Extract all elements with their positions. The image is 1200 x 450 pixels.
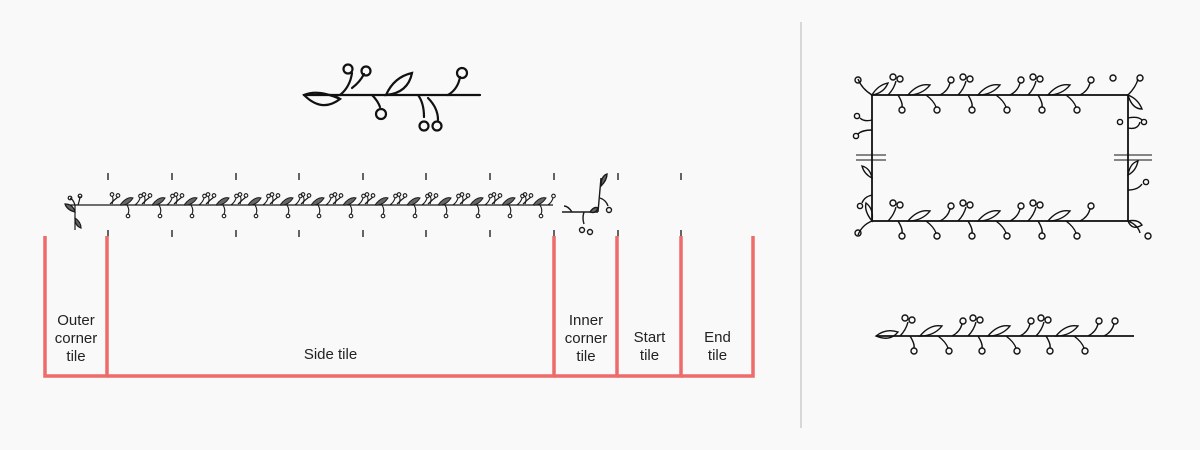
tile-brackets — [43, 236, 755, 378]
end-tile-bracket — [681, 236, 755, 378]
inner-corner-label-line-2: corner — [564, 330, 608, 347]
inner-corner-tile-label: Inner corner tile — [555, 312, 617, 366]
inner-corner-label-line-3: tile — [576, 348, 596, 365]
side-tile-label: Side tile — [107, 346, 554, 364]
inner-corner-label-line-1: Inner — [568, 312, 604, 329]
vine-border-line-icon — [874, 314, 1134, 355]
end-tile-label-line-2: tile — [707, 347, 728, 364]
vine-branch-icon — [302, 63, 482, 132]
tile-strip — [64, 173, 613, 236]
outer-corner-label-line-1: Outer — [57, 312, 95, 329]
start-tile-label-line-2: tile — [639, 347, 660, 364]
outer-corner-bracket — [43, 236, 109, 378]
end-tile-label: End tile — [682, 329, 753, 365]
side-tile-label-text: Side tile — [303, 346, 358, 363]
outer-corner-tile-label: Outer corner tile — [45, 312, 107, 366]
start-tile-label: Start tile — [618, 329, 681, 365]
end-tile-label-line-1: End — [704, 329, 731, 346]
outer-corner-label-line-2: corner — [54, 330, 98, 347]
vine-frame-icon — [852, 73, 1152, 240]
outer-corner-tile-art — [64, 193, 83, 230]
start-tile-label-line-1: Start — [633, 329, 666, 346]
outer-corner-label-line-3: tile — [66, 348, 86, 365]
inner-corner-tile-art — [562, 173, 613, 236]
tile-tick-marks — [107, 173, 682, 237]
